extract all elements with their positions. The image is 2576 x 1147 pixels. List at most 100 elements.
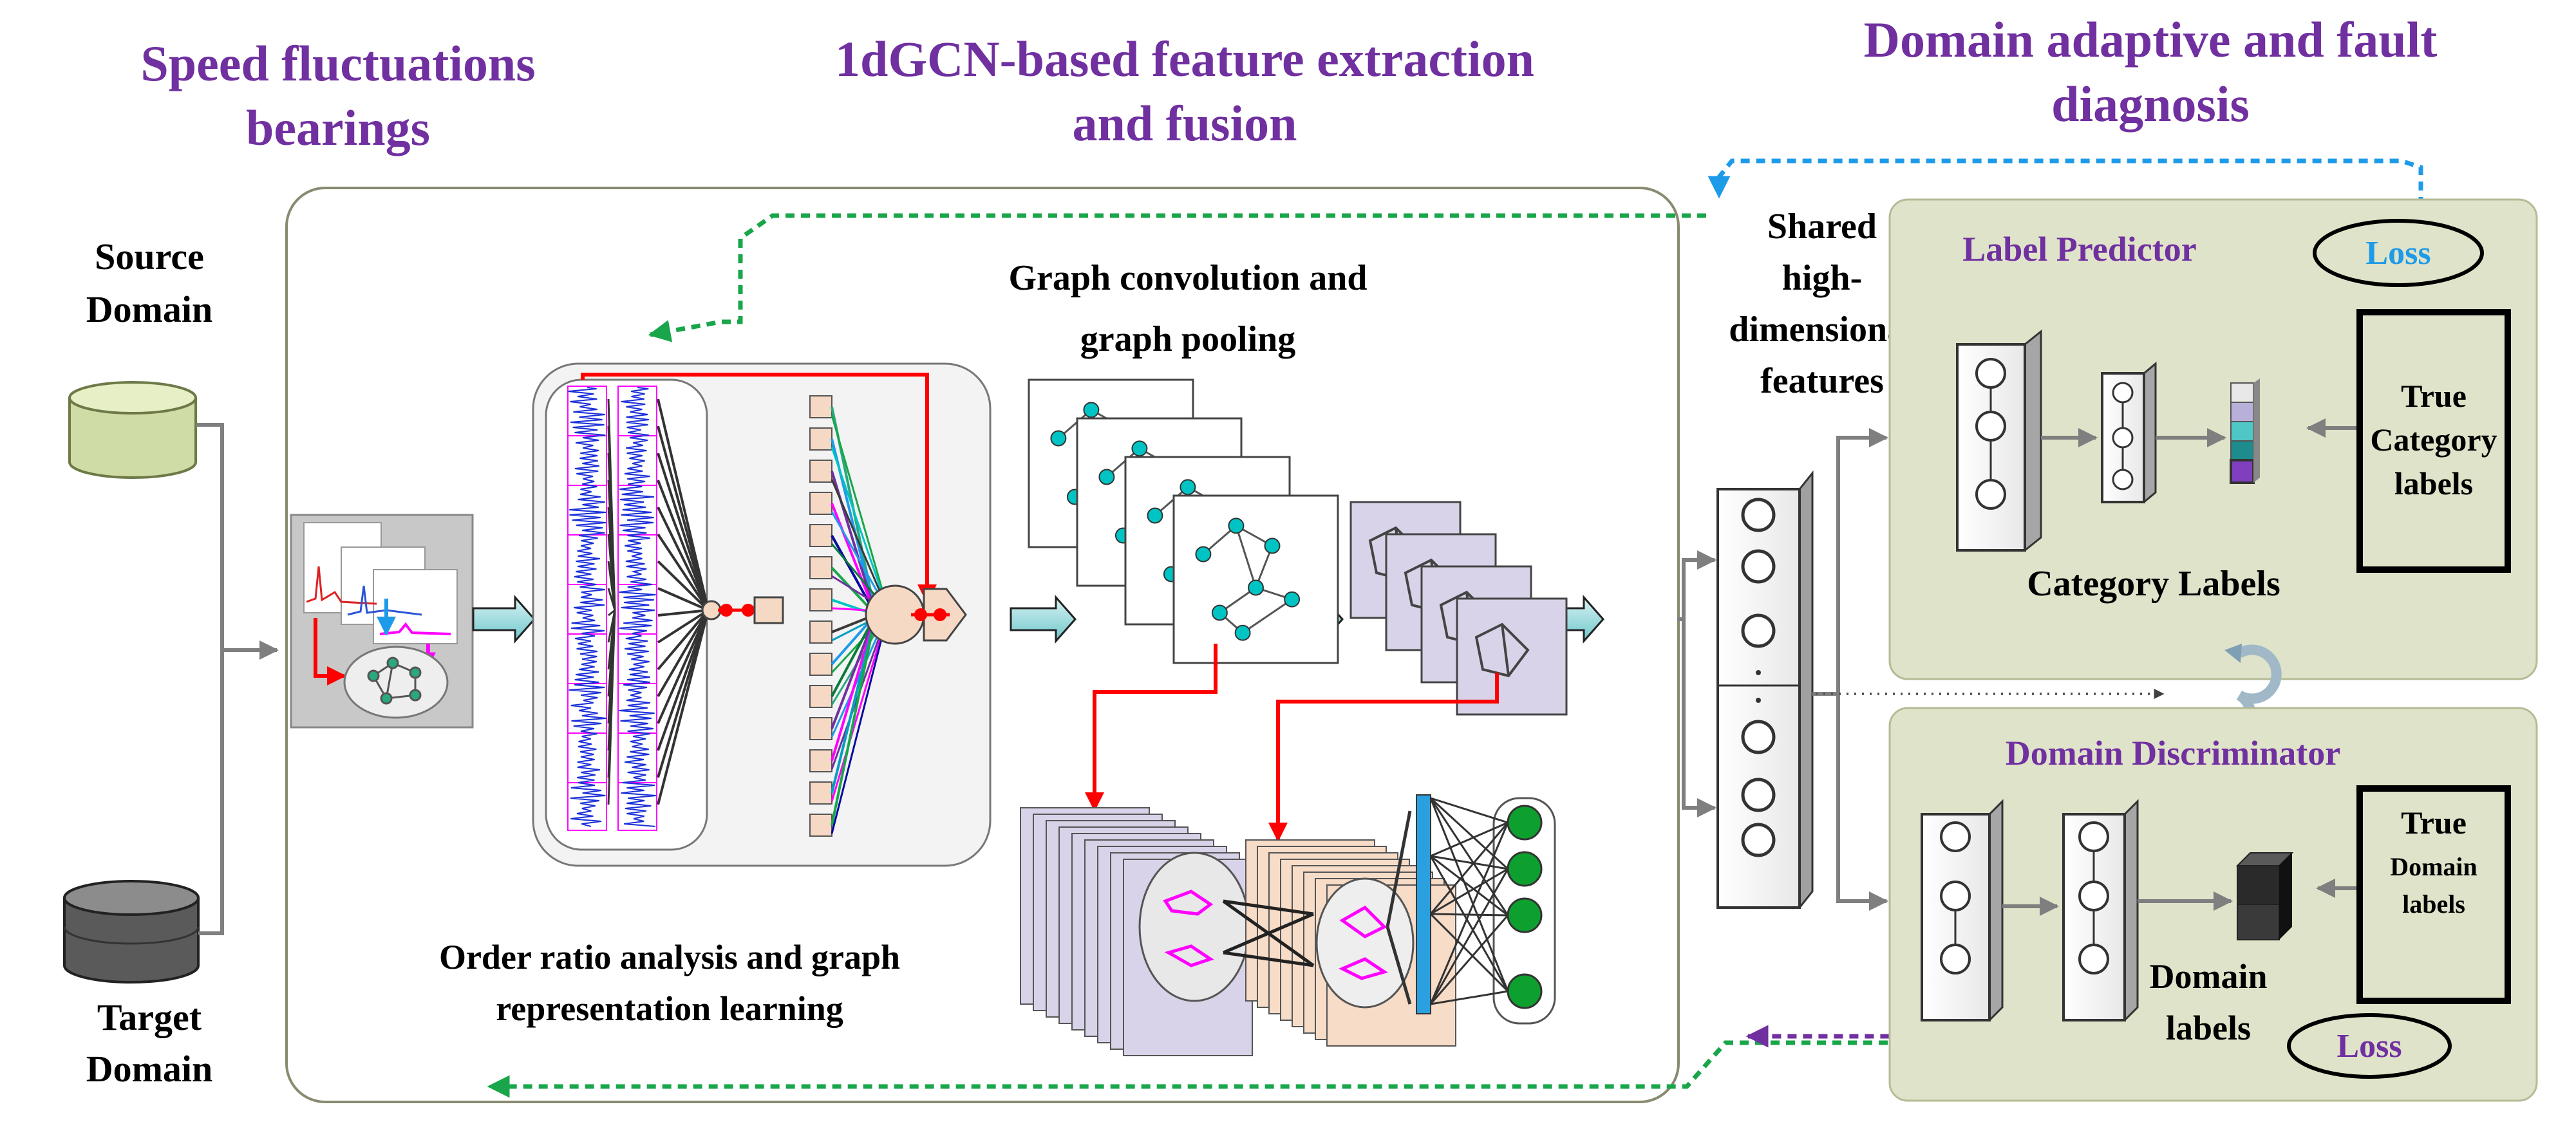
output-node [1507, 973, 1543, 1009]
database-icon [63, 880, 200, 984]
output-node [1507, 897, 1543, 933]
true-label-line: True [2401, 378, 2467, 414]
order-title: Order ratio analysis and graph [439, 938, 900, 976]
fc-line [1430, 868, 1509, 915]
target-domain: Target Domain [63, 880, 212, 1090]
conv-fan-lines [607, 398, 710, 805]
graph-card [1172, 494, 1339, 664]
gcn-title: graph pooling [1080, 319, 1296, 359]
feature-channel-box [809, 395, 832, 418]
fan-line [657, 507, 710, 611]
fan-line [657, 560, 710, 611]
fc-line [1429, 797, 1509, 916]
output-node [1507, 851, 1543, 887]
fc-line [1429, 797, 1509, 992]
feature-channel-box [809, 460, 832, 483]
feature-channel-box [809, 492, 832, 515]
shared-line: features [1760, 361, 1884, 401]
graph-node [1284, 591, 1301, 608]
domain-loss: Loss [2287, 1013, 2452, 1079]
fc-line [1430, 797, 1509, 824]
graph-node [1050, 430, 1067, 447]
graph-card-frame [1456, 597, 1568, 716]
fusion-line [831, 503, 877, 615]
fan-line [657, 609, 710, 671]
heading-line: diagnosis [2051, 76, 2250, 132]
shared-line: high- [1782, 258, 1863, 298]
skip-connection [581, 373, 937, 604]
graph-icon [367, 657, 422, 705]
waveform-trace [619, 387, 657, 827]
green-gradient-flow-top [648, 213, 1706, 342]
fusion-line [831, 614, 877, 729]
fusion-node [865, 584, 967, 645]
source-domain-label: Source [95, 236, 204, 277]
domain-merge-connector [196, 423, 279, 935]
gcn-title: Graph convolution and [1008, 258, 1367, 298]
feature-channel-box [809, 685, 832, 708]
true-category-labels: True Category labels [2356, 309, 2511, 573]
fusion-line [831, 611, 890, 802]
shared-line: dimensional [1729, 310, 1915, 350]
source-domain-label: Domain [86, 288, 213, 330]
target-domain-label: Target [97, 996, 202, 1038]
domain-labels-caption: labels [2166, 1009, 2251, 1047]
category-output-stack [2230, 378, 2260, 484]
neuron-column-icon [1956, 329, 2042, 552]
pooled-graph-card [1456, 597, 1568, 716]
true-label-line: Category [2370, 422, 2497, 458]
graph-node [1211, 604, 1228, 621]
fc-line [1430, 821, 1509, 857]
fusion-line [831, 614, 877, 826]
readout-graph-oval [1315, 877, 1415, 1009]
heading-line: 1dGCN-based feature extraction [835, 31, 1534, 87]
waveform-trace [568, 387, 606, 827]
graph-edge [1474, 622, 1530, 678]
feature-channel-box [809, 717, 832, 740]
fan-line [657, 609, 710, 698]
feature-channel-box [809, 749, 832, 772]
fc-line [1429, 855, 1509, 992]
pool-node [701, 596, 784, 624]
fc-line [1429, 913, 1509, 993]
feature-channel-box [809, 427, 832, 451]
graph-node [1195, 546, 1212, 563]
heading-line: bearings [246, 100, 430, 156]
fc-line [1429, 915, 1509, 1005]
graph-node [1248, 579, 1264, 596]
readout-link [1222, 899, 1315, 967]
neuron-column-icon [2062, 799, 2139, 1021]
fusion-line [831, 447, 890, 612]
predictor-connectors [2041, 418, 2356, 447]
neuron-column-icon [2101, 361, 2157, 503]
fc-line [1429, 822, 1509, 1005]
domain-labels-caption: Domain [2149, 957, 2267, 996]
graph-pooling-stack [1349, 501, 1568, 716]
true-label-line: labels [2394, 465, 2473, 501]
discriminator-connectors [2002, 879, 2356, 916]
fusion-line [831, 611, 890, 834]
true-label-line: True [2401, 805, 2467, 841]
category-labels-caption: Category Labels [2027, 564, 2280, 604]
fan-line [657, 425, 710, 611]
readout-link [1223, 899, 1314, 916]
shared-line: Shared [1767, 207, 1877, 247]
feature-channel-box [809, 588, 832, 611]
heading-domain-adaptive: Domain adaptive and fault diagnosis [1864, 12, 2438, 132]
fan-line [657, 609, 710, 644]
source-domain: Source Domain [68, 236, 213, 479]
domain-output-cube [2235, 852, 2294, 940]
feature-channel-box [809, 814, 832, 837]
fan-line [657, 609, 709, 617]
graph-edge [1235, 525, 1257, 588]
graph-node [1228, 518, 1245, 534]
fan-line [607, 561, 616, 611]
fan-line [607, 588, 616, 611]
heading-speed-fluctuations: Speed fluctuations bearings [140, 35, 535, 156]
readout-stack-1 [1020, 807, 1253, 1056]
heading-line: Speed fluctuations [140, 35, 535, 91]
pool-to-readout-arrow [1268, 673, 1499, 842]
feature-channel-box [809, 781, 832, 805]
fan-line [657, 610, 710, 751]
